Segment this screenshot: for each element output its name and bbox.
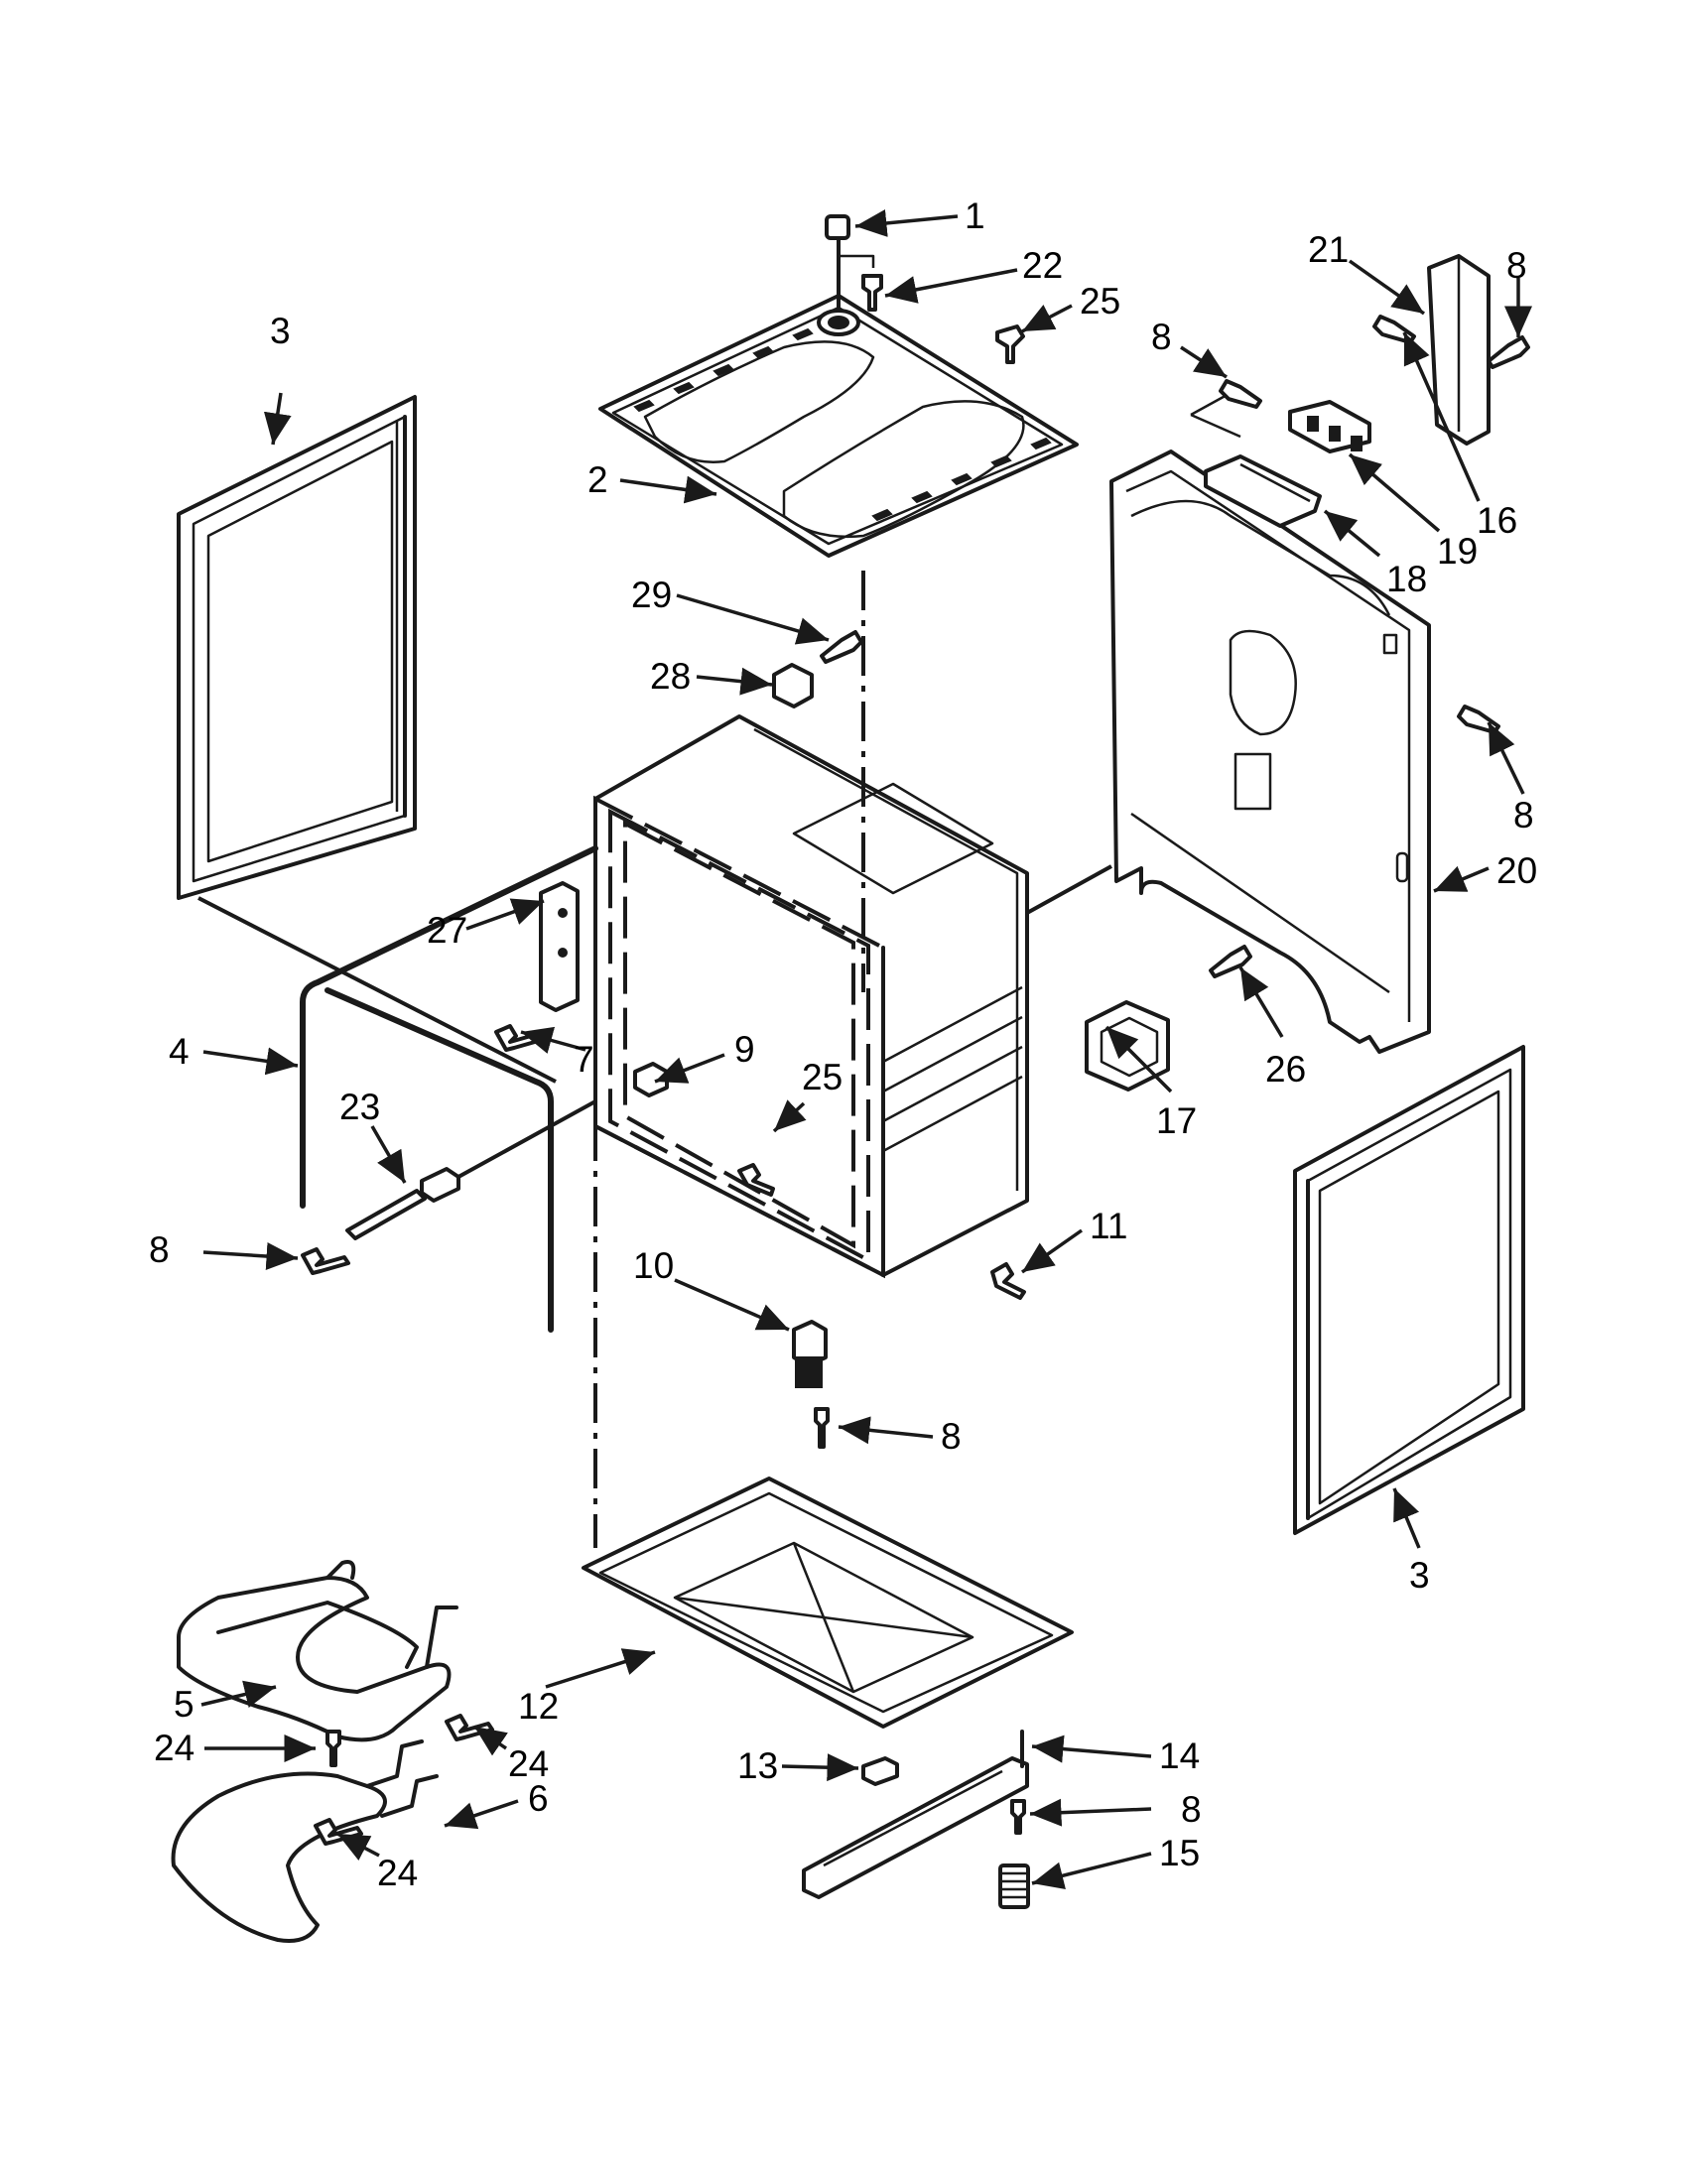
callout-25-mid: 25 (802, 1057, 843, 1097)
callout-24-bottom: 24 (377, 1853, 418, 1893)
surface-burner-cap (825, 214, 875, 310)
screw-24-left (325, 1730, 341, 1767)
broil-element-5 (177, 1560, 458, 1742)
oven-cavity (593, 714, 1029, 1277)
callout-9: 9 (734, 1029, 755, 1070)
callout-21: 21 (1308, 229, 1349, 270)
callout-14: 14 (1159, 1735, 1200, 1776)
callout-8-right-side: 8 (1513, 795, 1534, 835)
terminal-block-19 (1288, 400, 1371, 453)
screw-8-top-mid (1219, 379, 1262, 409)
callout-24-right: 24 (508, 1743, 549, 1784)
callout-17: 17 (1156, 1100, 1197, 1141)
callout-8-top-right: 8 (1506, 245, 1527, 286)
callout-8-top-mid: 8 (1151, 317, 1172, 357)
side-panel-left (177, 395, 417, 900)
screw-24-right (445, 1714, 494, 1741)
leveling-leg-10 (792, 1320, 828, 1388)
callout-23: 23 (339, 1087, 380, 1127)
callout-10: 10 (633, 1245, 674, 1286)
callout-2: 2 (587, 459, 608, 500)
callout-4: 4 (169, 1031, 190, 1072)
callout-18: 18 (1386, 559, 1427, 599)
oven-front-frame (593, 795, 885, 1279)
callout-20: 20 (1496, 850, 1537, 891)
callout-3-left: 3 (270, 311, 291, 351)
bracket-21 (1427, 254, 1491, 446)
cooktop-main-top (598, 294, 1079, 558)
leveling-rail-14 (802, 1730, 1029, 1899)
callout-8-left: 8 (149, 1229, 170, 1270)
rear-panel (1109, 450, 1431, 1054)
callout-16: 16 (1477, 500, 1517, 541)
screw-8-top-right (1487, 335, 1530, 369)
callout-29: 29 (631, 575, 672, 615)
callout-24-left: 24 (154, 1728, 195, 1768)
screw-8-mid (814, 1407, 830, 1449)
callout-11: 11 (1090, 1206, 1127, 1246)
screw-22 (861, 274, 883, 312)
callout-7: 7 (574, 1039, 594, 1080)
callout-19: 19 (1437, 531, 1478, 572)
callout-3-right: 3 (1409, 1555, 1430, 1596)
assembly-line-side (197, 896, 557, 1084)
screw-26 (1209, 945, 1252, 978)
callout-27: 27 (427, 910, 467, 951)
callout-8-mid: 8 (941, 1416, 962, 1457)
callout-26: 26 (1265, 1049, 1306, 1090)
screw-29 (820, 630, 863, 664)
callout-8-bottom: 8 (1181, 1789, 1202, 1830)
clip-28 (772, 663, 814, 708)
oven-sensor-23 (345, 1099, 597, 1240)
leveling-leg-15 (998, 1863, 1030, 1909)
door-gasket (300, 845, 598, 1333)
callout-5: 5 (174, 1684, 195, 1725)
clip-25-top (995, 324, 1025, 364)
callout-28: 28 (650, 656, 691, 697)
screw-7 (494, 1024, 544, 1052)
callout-25-top: 25 (1080, 281, 1120, 321)
screw-8-left (301, 1247, 350, 1275)
side-panel-right (1293, 1045, 1525, 1535)
assembly-line-rear (1026, 864, 1112, 915)
screw-24-bottom (314, 1818, 363, 1846)
bottom-pan-12 (582, 1477, 1074, 1729)
bake-element-6 (171, 1739, 439, 1943)
callout-13: 13 (737, 1745, 778, 1786)
screw-11 (990, 1262, 1026, 1300)
clip-25-mid (737, 1163, 775, 1197)
callout-22: 22 (1022, 245, 1063, 286)
callout-12: 12 (518, 1686, 559, 1727)
callout-1: 1 (965, 195, 985, 236)
leader-lines (200, 209, 1532, 1889)
hinge-27 (539, 881, 580, 1012)
callout-15: 15 (1159, 1833, 1200, 1873)
callout-6: 6 (528, 1778, 549, 1819)
screw-8-bottom (1010, 1799, 1026, 1835)
clip-13 (861, 1756, 899, 1786)
